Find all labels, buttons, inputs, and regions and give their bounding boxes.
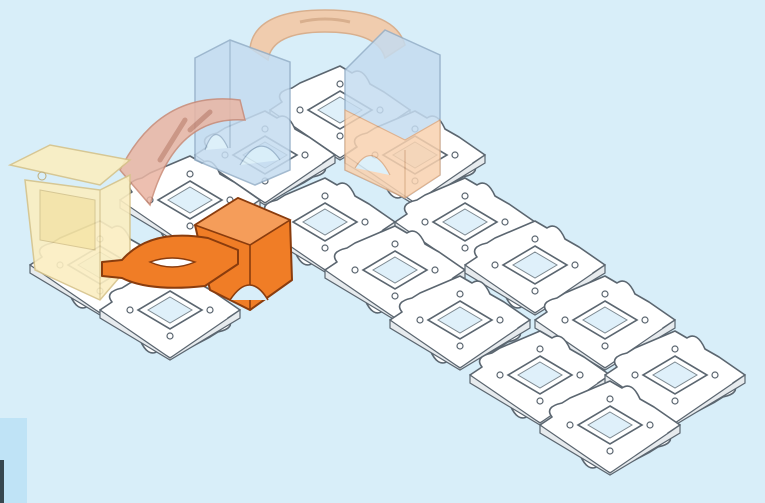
tower-right [345, 30, 440, 198]
left-edge-strip [0, 418, 27, 503]
left-edge-bar [0, 460, 4, 503]
